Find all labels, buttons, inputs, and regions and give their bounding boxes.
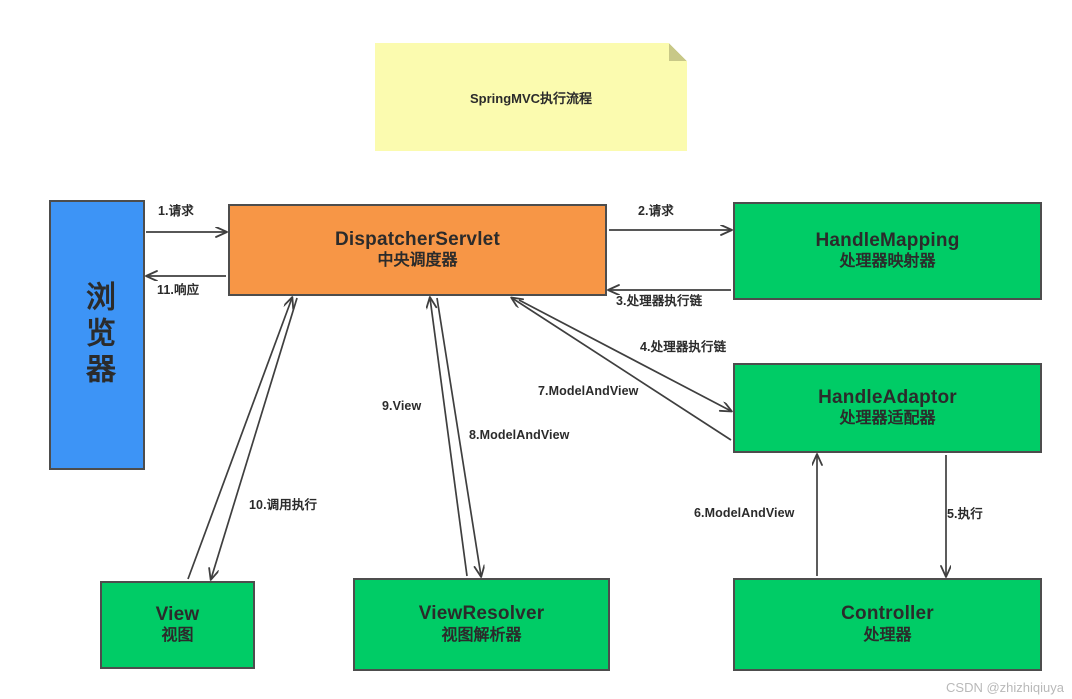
node-handle-adaptor-label-en: HandleAdaptor	[818, 386, 957, 408]
edge-label-11: 11.响应	[157, 283, 200, 297]
node-controller-label-en: Controller	[841, 603, 934, 625]
title-note: SpringMVC执行流程	[375, 43, 687, 151]
edge-7-modelandview	[512, 298, 732, 441]
edge-label-10: 10.调用执行	[249, 498, 318, 512]
node-handle-adaptor[interactable]: HandleAdaptor 处理器适配器	[733, 363, 1042, 453]
node-dispatcher-servlet-label-cn: 中央调度器	[377, 252, 458, 270]
node-handle-mapping-label-cn: 处理器映射器	[839, 253, 936, 271]
edge-label-1: 1.请求	[158, 204, 194, 218]
node-controller[interactable]: Controller 处理器	[733, 578, 1042, 671]
edge-label-7: 7.ModelAndView	[538, 384, 639, 398]
watermark: CSDN @zhizhiqiuya	[946, 680, 1064, 695]
node-handle-mapping[interactable]: HandleMapping 处理器映射器	[733, 202, 1042, 300]
edge-label-9: 9.View	[382, 399, 422, 413]
title-note-label: SpringMVC执行流程	[469, 90, 593, 106]
node-controller-label-cn: 处理器	[863, 626, 912, 644]
edge-label-3: 3.处理器执行链	[616, 294, 703, 308]
edge-label-6: 6.ModelAndView	[694, 506, 795, 520]
node-view-resolver-label-en: ViewResolver	[418, 603, 545, 625]
node-view-label-cn: 视图	[161, 627, 194, 645]
node-browser-label-cn: 浏览器	[81, 281, 114, 389]
note-fold-corner-icon	[669, 43, 687, 61]
edge-label-2: 2.请求	[638, 204, 674, 218]
edge-10-invoke-execute	[211, 297, 298, 579]
node-view-label-en: View	[155, 603, 200, 625]
edge-4-handler-chain	[518, 299, 731, 411]
node-handle-adaptor-label-cn: 处理器适配器	[839, 410, 936, 428]
edge-label-5: 5.执行	[947, 507, 983, 521]
node-dispatcher-servlet-label-en: DispatcherServlet	[335, 228, 500, 250]
edge-view-return	[187, 298, 292, 580]
node-view-resolver-label-cn: 视图解析器	[441, 626, 522, 644]
edge-label-4: 4.处理器执行链	[640, 340, 727, 354]
edge-9-view	[430, 298, 468, 577]
node-handle-mapping-label-en: HandleMapping	[815, 229, 960, 251]
node-browser[interactable]: 浏览器	[49, 200, 145, 470]
node-view[interactable]: View 视图	[100, 581, 255, 669]
node-view-resolver[interactable]: ViewResolver 视图解析器	[353, 578, 610, 671]
edge-8-modelandview	[436, 297, 481, 576]
node-dispatcher-servlet[interactable]: DispatcherServlet 中央调度器	[228, 204, 607, 296]
edge-label-8: 8.ModelAndView	[469, 428, 570, 442]
